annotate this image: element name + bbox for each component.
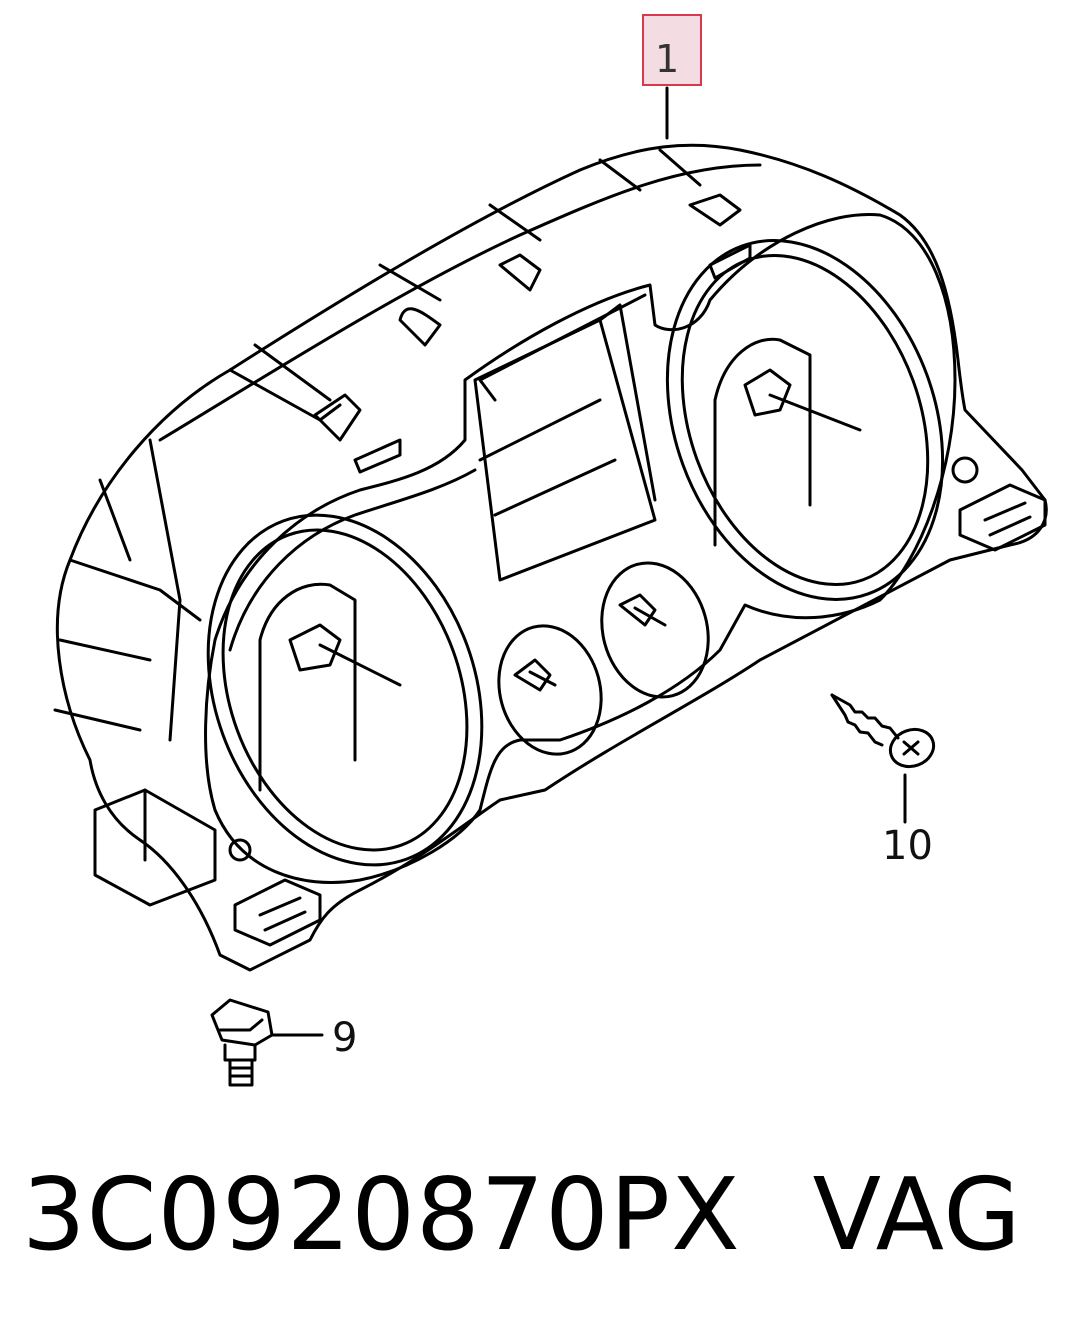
center-display — [473, 303, 657, 582]
small-gauge-right — [600, 561, 710, 699]
lower-left-bracket — [93, 788, 252, 907]
clip-part — [210, 998, 274, 1087]
callout-10: 10 — [882, 823, 933, 869]
left-connector — [233, 878, 322, 947]
left-gauge-needle — [318, 643, 402, 687]
part-number: 3C0920870PX — [22, 1156, 741, 1273]
screw-part — [830, 693, 936, 769]
brand-name: VAG — [812, 1156, 1022, 1273]
right-gauge-needle — [768, 393, 862, 432]
callout-1: 1 — [655, 37, 680, 81]
right-gauge — [665, 239, 945, 601]
cluster-housing — [53, 143, 1048, 972]
callout-highlight-box — [642, 14, 702, 86]
left-gauge — [206, 513, 484, 867]
small-gauge-left — [497, 624, 603, 756]
callout-9: 9 — [332, 1015, 358, 1061]
right-connector — [951, 456, 1047, 552]
